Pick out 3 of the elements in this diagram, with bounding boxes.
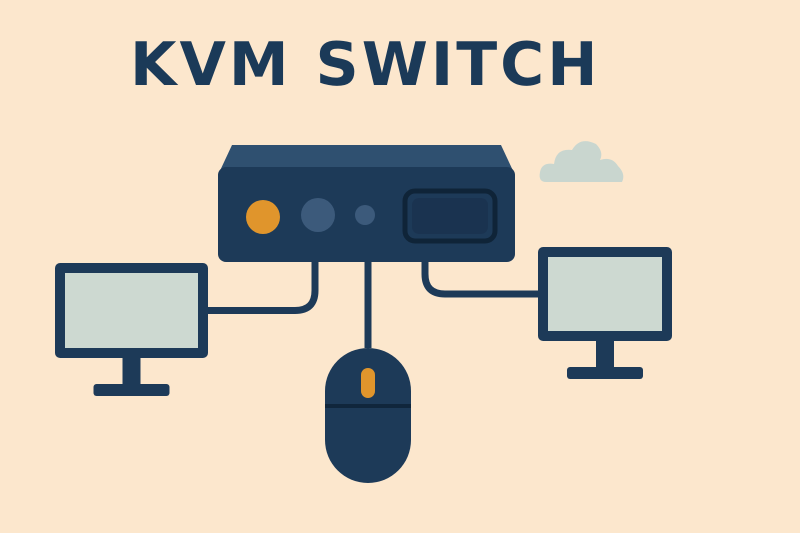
cable	[364, 262, 372, 348]
cable	[208, 262, 318, 314]
title: KVM SWITCH	[130, 32, 600, 98]
